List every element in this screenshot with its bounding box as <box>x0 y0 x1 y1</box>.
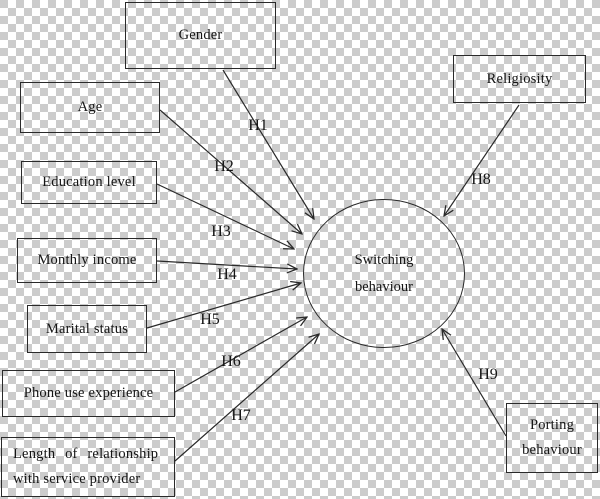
hypothesis-label-h5: H5 <box>200 311 220 328</box>
node-switching-behaviour-line2: behaviour <box>355 278 413 295</box>
hypothesis-label-h9: H9 <box>478 366 498 383</box>
box-length-of-relationship-line1: Length of relationship <box>13 446 159 462</box>
box-monthly-income-label: Monthly income <box>37 252 137 268</box>
box-length-of-relationship-line2: with service provider <box>13 471 141 487</box>
node-switching-behaviour-line1: Switching <box>354 251 414 268</box>
box-phone-use-experience: Phone use experience <box>2 370 175 417</box>
box-education-level: Education level <box>21 161 157 204</box>
box-marital-status: Marital status <box>27 305 147 353</box>
arrow-h1-gender <box>222 69 314 219</box>
arrow-h7-length-relationship <box>174 334 319 462</box>
box-religiosity: Religiosity <box>453 55 586 103</box>
box-length-of-relationship: Length of relationship with service prov… <box>1 437 175 497</box>
box-marital-status-label: Marital status <box>45 320 129 337</box>
arrow-h3-education <box>156 183 294 249</box>
box-education-level-label: Education level <box>42 174 136 190</box>
box-monthly-income: Monthly income <box>17 238 157 283</box>
hypothesis-label-h3: H3 <box>211 223 231 240</box>
box-porting-behaviour-line1: Porting <box>529 417 575 433</box>
arrow-h4-monthly-income <box>156 260 297 269</box>
arrow-h5-marital-status <box>146 283 301 329</box>
box-age-label: Age <box>77 99 103 115</box>
hypothesis-label-h6: H6 <box>221 353 241 370</box>
hypothesis-label-h8: H8 <box>471 171 491 188</box>
box-porting-behaviour: Porting behaviour <box>506 403 598 473</box>
hypothesis-label-h4: H4 <box>217 266 237 283</box>
node-switching-behaviour: Switching behaviour <box>303 199 465 348</box>
box-phone-use-experience-label: Phone use experience <box>23 385 154 401</box>
box-porting-behaviour-line2: behaviour <box>522 442 582 458</box>
arrow-h6-phone-use <box>174 317 307 393</box>
box-age: Age <box>20 82 160 133</box>
hypothesis-label-h7: H7 <box>231 407 251 424</box>
box-religiosity-label: Religiosity <box>486 70 553 87</box>
arrow-h8-religiosity <box>444 104 520 216</box>
box-gender-label: Gender <box>178 27 223 43</box>
hypothesis-label-h2: H2 <box>214 158 234 175</box>
arrow-h2-age <box>159 109 302 234</box>
hypothesis-label-h1: H1 <box>248 117 268 134</box>
box-gender: Gender <box>125 2 276 69</box>
arrow-h9-porting <box>442 329 507 437</box>
